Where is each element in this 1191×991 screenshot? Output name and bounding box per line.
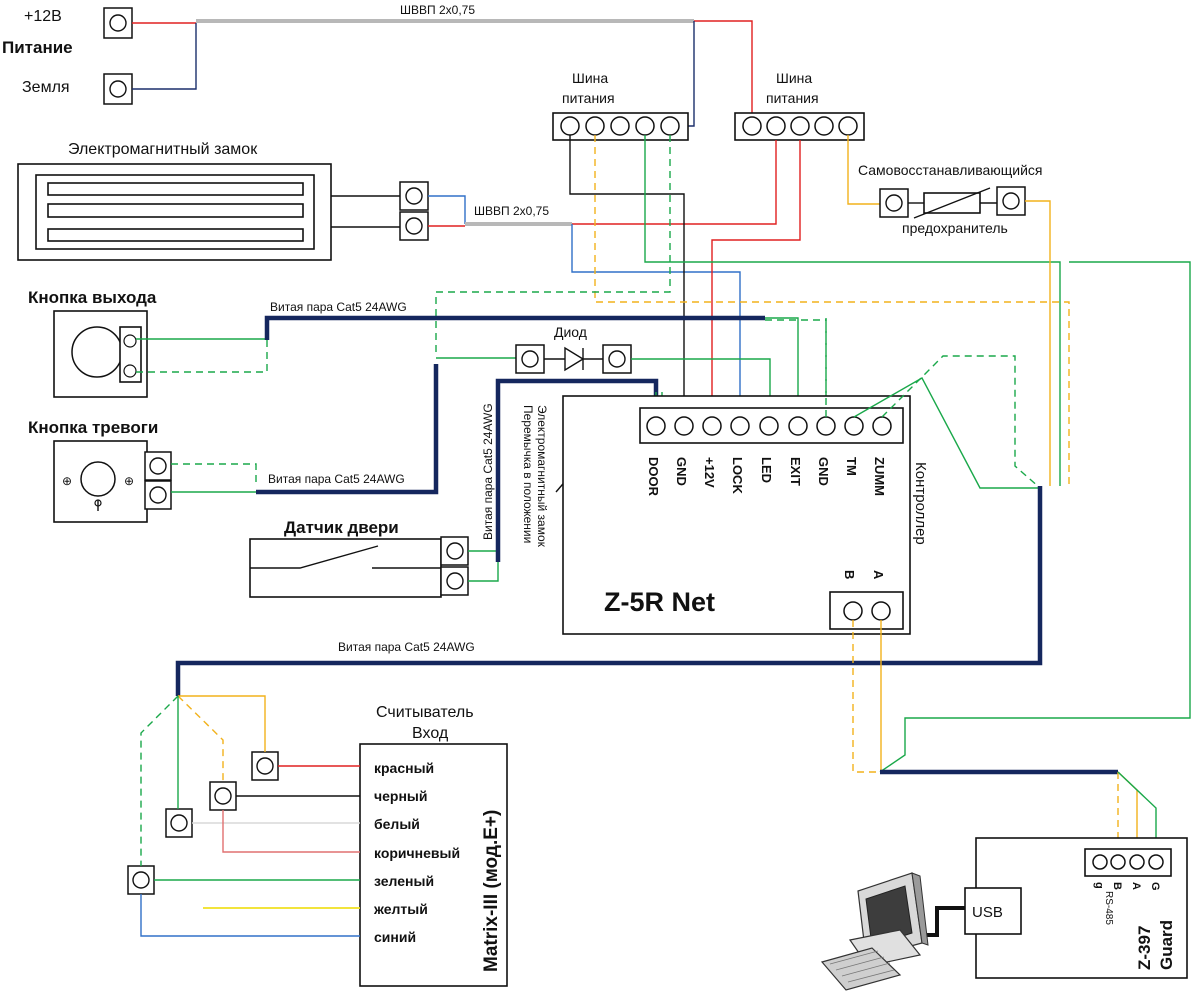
controller-terminal-4: LED	[759, 457, 774, 483]
alarm-button-title: Кнопка тревоги	[28, 418, 158, 437]
electromagnetic-lock: Электромагнитный замок ШВВП 2х0,75	[17, 141, 572, 261]
door-sensor: Датчик двери	[249, 518, 499, 598]
usb-label: USB	[972, 904, 1003, 921]
converter-model-line1: Z-397	[1135, 926, 1154, 970]
reader-wire-3: коричневый	[374, 845, 460, 861]
jumper-line1: Перемычка в положении	[521, 405, 535, 543]
reader-title-line1: Считыватель	[376, 704, 474, 721]
lock-terminal-1[interactable]	[399, 181, 429, 211]
reader-wire-0: красный	[374, 760, 434, 776]
converter-terminal-1: B	[1111, 882, 1123, 890]
reader-title-line2: Вход	[412, 725, 449, 742]
door-sensor-title: Датчик двери	[284, 518, 399, 537]
converter-terminal-2: A	[1130, 882, 1142, 890]
controller-terminal-1: GND	[674, 457, 689, 486]
plus12-label: +12В	[24, 8, 62, 25]
reader-body	[359, 743, 508, 987]
exit-button: Кнопка выхода Витая пара Cat5 24AWG	[28, 288, 407, 398]
controller-side-label: Контроллер	[912, 462, 929, 545]
diode-terminal-left[interactable]	[515, 344, 545, 374]
controller-rs-b: B	[842, 570, 857, 579]
reader-wire-4: зеленый	[374, 873, 434, 889]
controller-terminal-2: +12V	[702, 457, 717, 488]
fuse-terminal-in[interactable]	[879, 188, 909, 218]
reader-wire-6: синий	[374, 929, 416, 945]
controller-terminal-0: DOOR	[646, 457, 661, 497]
busbar-left: Шина питания	[552, 70, 689, 141]
reader-model: Matrix-III (мод.E+)	[481, 810, 502, 972]
lock-title: Электромагнитный замок	[68, 141, 258, 158]
reader-terminal-white[interactable]	[165, 808, 193, 838]
exit-button-title: Кнопка выхода	[28, 288, 157, 307]
lock-terminal-2[interactable]	[399, 211, 429, 241]
svg-text:⊕: ⊕	[62, 474, 72, 488]
controller-terminal-8: ZUMM	[872, 457, 887, 496]
reader-wire-1: черный	[374, 788, 427, 804]
alarm-button: Кнопка тревоги ⊕ ⊕ Витая пара Cat5 24AWG	[28, 418, 405, 523]
controller-terminal-5: EXIT	[788, 457, 803, 486]
trunk-cable-label: Витая пара Cat5 24AWG	[338, 640, 475, 654]
reader-terminal-green-blue[interactable]	[127, 865, 155, 895]
diode-label: Диод	[554, 324, 587, 340]
power-title: Питание	[2, 38, 73, 57]
power-cable-label: ШВВП 2х0,75	[400, 3, 475, 17]
busbar-right-line2: питания	[766, 90, 819, 106]
controller-rs-terminals[interactable]	[843, 601, 891, 621]
converter-model-line2: Guard	[1157, 920, 1176, 970]
fuse-line2: предохранитель	[902, 220, 1008, 236]
reader-terminal-red[interactable]	[251, 751, 279, 781]
door-sensor-terminal-1[interactable]	[440, 536, 469, 566]
alarm-cable-label: Витая пара Cat5 24AWG	[268, 472, 405, 486]
plus12-terminal[interactable]	[103, 7, 133, 39]
busbar-right-line1: Шина	[776, 70, 812, 86]
converter-terminals[interactable]	[1092, 854, 1164, 870]
busbar-left-line2: питания	[562, 90, 615, 106]
controller-terminal-6: GND	[816, 457, 831, 486]
exit-cable-label: Витая пара Cat5 24AWG	[270, 300, 407, 314]
busbar-left-line1: Шина	[572, 70, 608, 86]
reader-wire-5: желтый	[373, 901, 428, 917]
converter-terminal-3: G	[1149, 882, 1161, 891]
alarm-terminal-2[interactable]	[144, 480, 172, 510]
controller: DOOR GND +12V LOCK LED EXIT GND TM ZUMM …	[562, 395, 929, 635]
jumper-line2: Электромагнитный замок	[535, 405, 549, 548]
reader: Считыватель Вход красный черный белый ко…	[359, 704, 508, 987]
ground-label: Земля	[22, 79, 70, 96]
usb-port[interactable]	[964, 887, 1022, 935]
converter-rs485-label: RS-485	[1103, 891, 1114, 925]
computer-icon[interactable]	[820, 872, 929, 991]
controller-terminal-3: LOCK	[730, 457, 745, 494]
diode-terminal-right[interactable]	[602, 344, 632, 374]
door-sensor-cable-label: Витая пара Cat5 24AWG	[481, 403, 495, 540]
controller-model: Z-5R Net	[604, 587, 715, 617]
power-input: +12В Питание Земля ШВВП 2х0,75	[2, 3, 753, 127]
alarm-terminal-1[interactable]	[144, 451, 172, 481]
fuse: Самовосстанавливающийся предохранитель	[847, 135, 1051, 486]
converter: g B A G RS-485 Z-397 Guard USB	[964, 837, 1188, 979]
diode: Диод	[436, 324, 771, 413]
reader-wire-2: белый	[374, 816, 420, 832]
controller-terminal-block[interactable]	[646, 416, 892, 436]
controller-rs-a: A	[871, 570, 886, 580]
controller-terminal-7: TM	[844, 457, 859, 476]
fuse-terminal-out[interactable]	[996, 186, 1026, 216]
fuse-line1: Самовосстанавливающийся	[858, 162, 1043, 178]
lock-cable-label: ШВВП 2х0,75	[474, 204, 549, 218]
ground-terminal[interactable]	[103, 73, 133, 105]
converter-terminal-0: g	[1093, 882, 1105, 889]
door-sensor-terminal-2[interactable]	[440, 566, 469, 596]
svg-text:⊕: ⊕	[124, 474, 134, 488]
busbar-right: Шина питания	[734, 70, 865, 141]
reader-terminal-black[interactable]	[209, 781, 237, 811]
